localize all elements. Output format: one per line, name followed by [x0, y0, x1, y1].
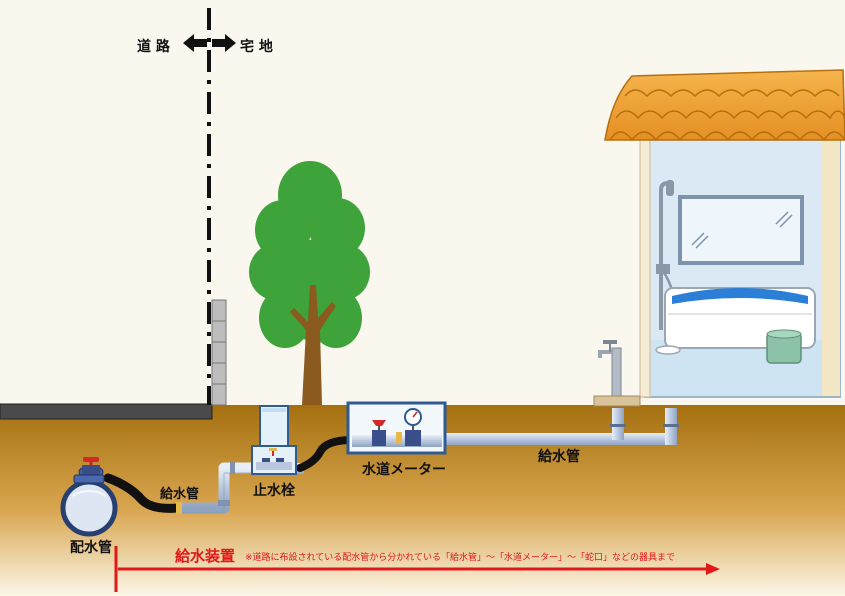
house-roof: [604, 69, 845, 142]
faucet-icon: [593, 340, 641, 407]
water-meter-label: 水道メーター: [362, 462, 446, 478]
property-label: 宅 地: [240, 39, 273, 55]
supply-pipe-right-label: 給水管: [538, 449, 580, 465]
blue-pipe-right: [445, 433, 673, 445]
water-meter-icon: [346, 401, 447, 455]
wash-basin: [655, 345, 681, 355]
road-arrow-left-icon: [183, 34, 207, 52]
road-label: 道 路: [137, 39, 170, 55]
bath-stool-icon: [766, 329, 802, 364]
bathroom-window: [678, 195, 804, 265]
road-surface: [0, 403, 213, 420]
black-pipe-middle: [296, 436, 356, 472]
tree-icon: [249, 161, 370, 405]
installation-note: ※道路に布設されている配水管から分かれている「給水管」～「水道メーター」～「蛇口…: [245, 553, 676, 563]
supply-pipe-left-label: 給水管: [160, 487, 200, 502]
stop-valve-icon: [251, 405, 297, 475]
property-arrow-right-icon: [212, 34, 236, 52]
boundary-wall: [211, 299, 227, 406]
stop-valve-label: 止水栓: [253, 483, 295, 499]
supply-pipe-network: [103, 408, 679, 514]
house-icon: [639, 134, 841, 398]
distribution-main-label: 配水管: [70, 540, 112, 556]
distribution-main-icon: [60, 457, 118, 537]
installation-title: 給水装置: [175, 547, 236, 565]
installation-range-arrow: [114, 546, 720, 592]
black-pipe-left: [103, 473, 183, 513]
